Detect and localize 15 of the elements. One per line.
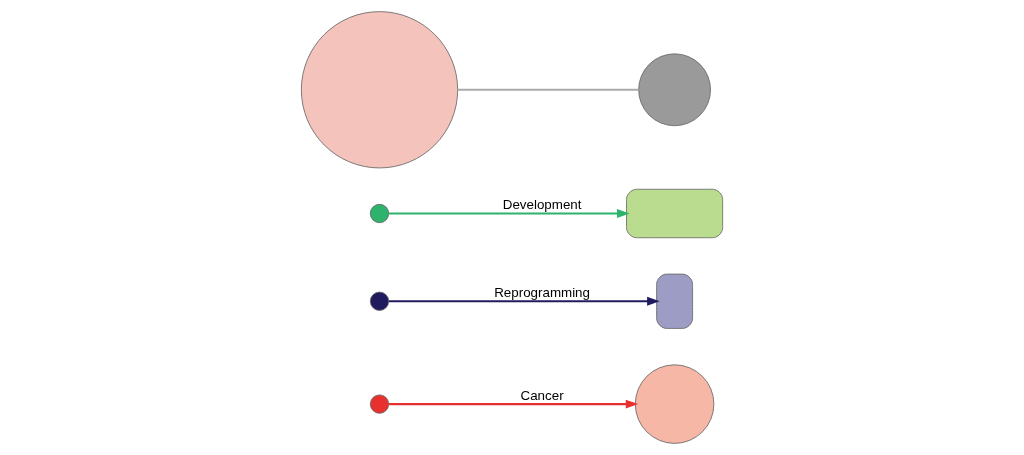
edge-label: Cancer [520, 387, 564, 403]
node-circle [369, 203, 390, 224]
node-circle [369, 291, 390, 311]
arrow [388, 399, 639, 409]
arrow [388, 296, 660, 306]
edge-label: Development [502, 197, 582, 213]
arrow [388, 209, 630, 218]
connector [457, 88, 639, 91]
node-circle [300, 11, 459, 169]
node-box [626, 188, 724, 239]
node-circle [369, 394, 390, 414]
node-circle [638, 53, 711, 127]
node-circle [634, 364, 715, 444]
node-box [656, 273, 693, 329]
edge-label: Reprogramming [494, 284, 590, 300]
